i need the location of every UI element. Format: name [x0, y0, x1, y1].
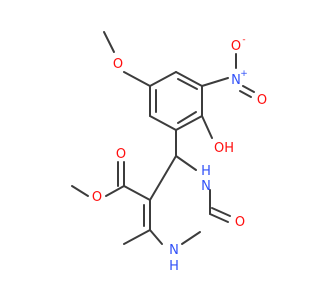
bond	[123, 185, 151, 201]
bond	[175, 115, 203, 131]
bond	[149, 115, 177, 131]
ester-carbonyl-oxygen-label: O	[116, 147, 126, 162]
ester-ether-oxygen-label: O	[92, 190, 102, 205]
bond	[209, 213, 229, 223]
bond	[177, 78, 198, 90]
bond	[201, 115, 213, 139]
bond	[123, 71, 151, 87]
nitro-nitrogen-label: N	[231, 73, 241, 88]
nitro-single-oxygen-label: O	[231, 39, 241, 54]
bond	[149, 155, 177, 201]
bond	[211, 207, 231, 217]
bond	[103, 31, 115, 53]
bond	[177, 111, 197, 124]
ring-nh-top-nitrogen-label: N	[201, 179, 211, 194]
bond	[123, 229, 151, 245]
bond	[181, 231, 201, 245]
ring-nh-bottom-nitrogen-label: N	[169, 243, 179, 258]
ring-nh-bottom-hydrogen-label: H	[169, 259, 179, 274]
bond	[71, 185, 89, 197]
bond	[242, 85, 255, 93]
urea-carbonyl-oxygen-label: O	[235, 215, 245, 230]
nitro-positive-charge: +	[240, 69, 248, 79]
bond	[201, 77, 229, 87]
bond-lines	[71, 31, 255, 245]
bond	[175, 71, 203, 87]
atom-labels: O N + O - O OH O O H N N H O	[92, 35, 267, 274]
bond	[239, 90, 252, 98]
nitro-double-oxygen-label: O	[257, 93, 267, 108]
phenol-hydroxyl-label: OH	[214, 141, 234, 156]
bond	[175, 155, 197, 171]
ring-nh-top-hydrogen-label: H	[201, 164, 211, 179]
molecule-structure-diagram: O N + O - O OH O O H N N H O	[71, 31, 267, 274]
bond	[105, 185, 125, 197]
nitro-negative-charge: -	[242, 35, 245, 45]
bond	[149, 71, 177, 87]
bond	[149, 229, 163, 245]
methoxy-ether-oxygen-label: O	[113, 57, 123, 72]
